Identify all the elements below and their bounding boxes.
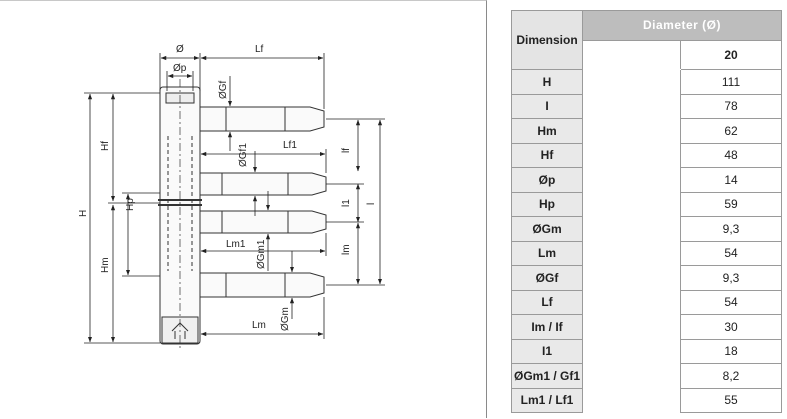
table-row: H 111 (511, 69, 782, 95)
label-lf-right: lf (341, 148, 352, 153)
row-label: ØGm1 / Gf1 (511, 363, 583, 389)
row-label: H (511, 69, 583, 95)
row-spacer (582, 290, 681, 315)
table-row: Hm 62 (511, 118, 782, 144)
row-spacer (582, 94, 681, 119)
table-row: Hp 59 (511, 191, 782, 217)
label-diam-gf1: ØGf1 (238, 143, 249, 167)
pin-bottom (199, 272, 325, 298)
hinge-drawing-panel: Ø Lf Øp ØGf Hf H Hp Hm ØGf1 Lf1 lf l1 l … (0, 0, 487, 418)
row-label: Hf (511, 142, 583, 168)
row-value: 54 (680, 240, 782, 266)
label-lm: lm (341, 244, 352, 255)
pin-lower-middle (199, 210, 327, 234)
row-value: 9,3 (680, 265, 782, 291)
row-label: ØGm (511, 216, 583, 242)
label-diam-gm: ØGm (280, 307, 291, 331)
row-label: Lf (511, 289, 583, 315)
row-label: Øp (511, 167, 583, 193)
row-value: 8,2 (680, 363, 782, 389)
diameter-header: Diameter (Ø) (582, 10, 782, 41)
label-hm: Hm (100, 257, 111, 273)
table-row: ØGf 9,3 (511, 265, 782, 291)
label-lf: Lf (255, 44, 264, 55)
row-label: Hm (511, 118, 583, 144)
table-row: Hf 48 (511, 142, 782, 168)
row-spacer (582, 388, 681, 413)
label-lm-bottom: Lm (252, 320, 266, 331)
row-label: Im / If (511, 314, 583, 340)
row-label: I (511, 93, 583, 119)
dimension-header: Dimension (511, 10, 583, 70)
dimension-lines (84, 53, 385, 344)
row-value: 59 (680, 191, 782, 217)
row-spacer (582, 69, 681, 94)
row-spacer (582, 167, 681, 192)
row-spacer (582, 363, 681, 388)
label-lf1: Lf1 (283, 140, 297, 151)
table-row: Im / If 30 (511, 314, 782, 340)
label-diam-gf: ØGf (218, 80, 229, 99)
row-value: 18 (680, 338, 782, 364)
pin-upper-middle (199, 172, 327, 196)
label-hf: Hf (100, 141, 111, 151)
table-row: I1 18 (511, 338, 782, 364)
row-value: 55 (680, 387, 782, 413)
row-value: 9,3 (680, 216, 782, 242)
row-spacer (582, 118, 681, 143)
table-header-row: Dimension Diameter (Ø) (511, 10, 782, 70)
row-label: Lm1 / Lf1 (511, 387, 583, 413)
row-value: 14 (680, 167, 782, 193)
row-spacer (582, 143, 681, 168)
table-row: Lm1 / Lf1 55 (511, 387, 782, 413)
label-diam-p: Øp (173, 63, 187, 74)
row-spacer (582, 265, 681, 290)
row-label: Lm (511, 240, 583, 266)
row-value: 48 (680, 142, 782, 168)
row-value: 54 (680, 289, 782, 315)
row-spacer (582, 339, 681, 364)
label-l1: l1 (341, 199, 352, 207)
row-label: I1 (511, 338, 583, 364)
row-value: 78 (680, 93, 782, 119)
table-row: Øp 14 (511, 167, 782, 193)
label-lm1: Lm1 (226, 239, 246, 250)
hinge-barrel (158, 79, 202, 349)
label-hp: Hp (125, 198, 136, 211)
label-diam: Ø (176, 44, 184, 55)
hinge-technical-drawing: Ø Lf Øp ØGf Hf H Hp Hm ØGf1 Lf1 lf l1 l … (78, 44, 385, 349)
row-spacer (582, 216, 681, 241)
table-row: I 78 (511, 93, 782, 119)
row-value: 62 (680, 118, 782, 144)
table-row: ØGm 9,3 (511, 216, 782, 242)
row-spacer (582, 241, 681, 266)
row-spacer (582, 192, 681, 217)
table-row: Lf 54 (511, 289, 782, 315)
row-value: 111 (680, 69, 782, 95)
label-diam-gm1: ØGm1 (256, 239, 267, 269)
table-row: ØGm1 / Gf1 8,2 (511, 363, 782, 389)
row-label: ØGf (511, 265, 583, 291)
table-subheader-row: 20 (512, 39, 782, 70)
row-spacer (582, 314, 681, 339)
label-h: H (78, 210, 89, 217)
row-value: 30 (680, 314, 782, 340)
pin-top (199, 106, 325, 132)
label-l: l (366, 203, 377, 205)
table-row: Lm 54 (511, 240, 782, 266)
column-header-20: 20 (680, 39, 782, 70)
row-label: Hp (511, 191, 583, 217)
blank-header-cell (582, 39, 681, 70)
